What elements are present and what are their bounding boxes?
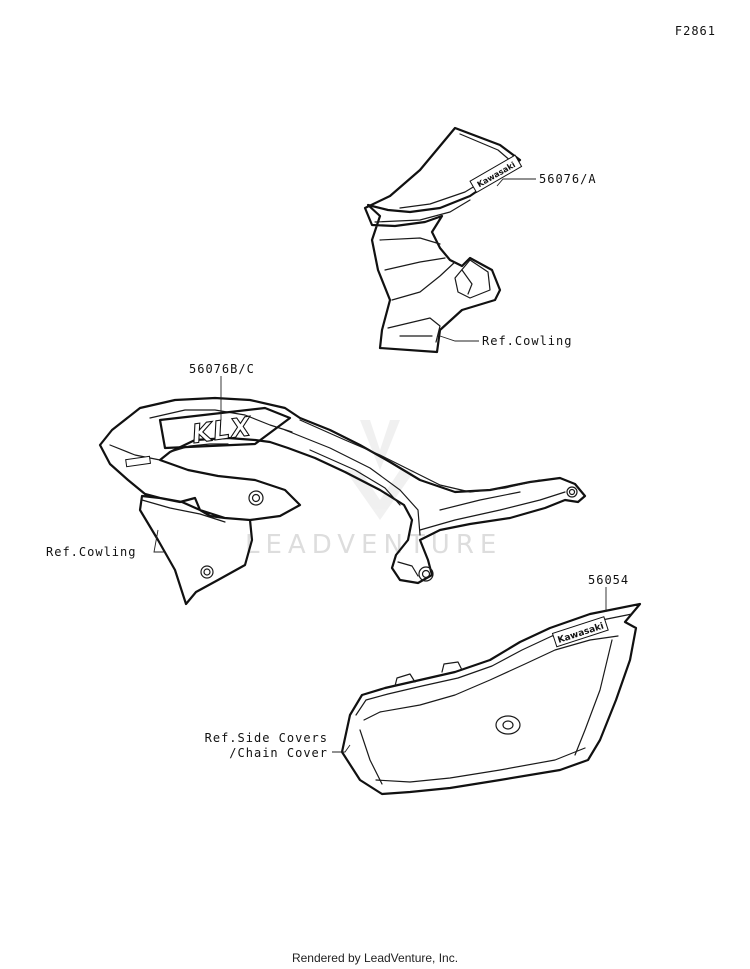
leader-cowling-left <box>153 529 165 553</box>
leader-side-covers <box>332 744 351 753</box>
label-ref-cowling-left[interactable]: Ref.Cowling <box>46 545 137 559</box>
label-56076bc[interactable]: 56076B/C <box>189 362 255 376</box>
footer-credit: Rendered by LeadVenture, Inc. <box>291 951 459 965</box>
label-ref-side-covers[interactable]: Ref.Side Covers <box>204 731 328 745</box>
figure-code: F2861 <box>674 24 716 38</box>
label-56076a[interactable]: 56076/A <box>539 172 597 186</box>
watermark-text: LEADVENTURE <box>245 530 503 560</box>
decal-56054[interactable]: Kawasaki <box>340 602 642 796</box>
leader-56076a <box>496 178 536 187</box>
label-ref-cowling-top[interactable]: Ref.Cowling <box>482 334 573 348</box>
leader-lines <box>153 178 607 753</box>
label-ref-chain-cover[interactable]: /Chain Cover <box>229 746 328 760</box>
decal-56076a[interactable]: Kawasaki <box>363 126 523 354</box>
label-56054[interactable]: 56054 <box>588 573 630 587</box>
watermark-logo <box>345 420 415 520</box>
leader-cowling-top <box>439 335 479 342</box>
decal-56076bc[interactable]: KLX <box>98 396 587 606</box>
klx-logo: KLX <box>190 412 254 450</box>
